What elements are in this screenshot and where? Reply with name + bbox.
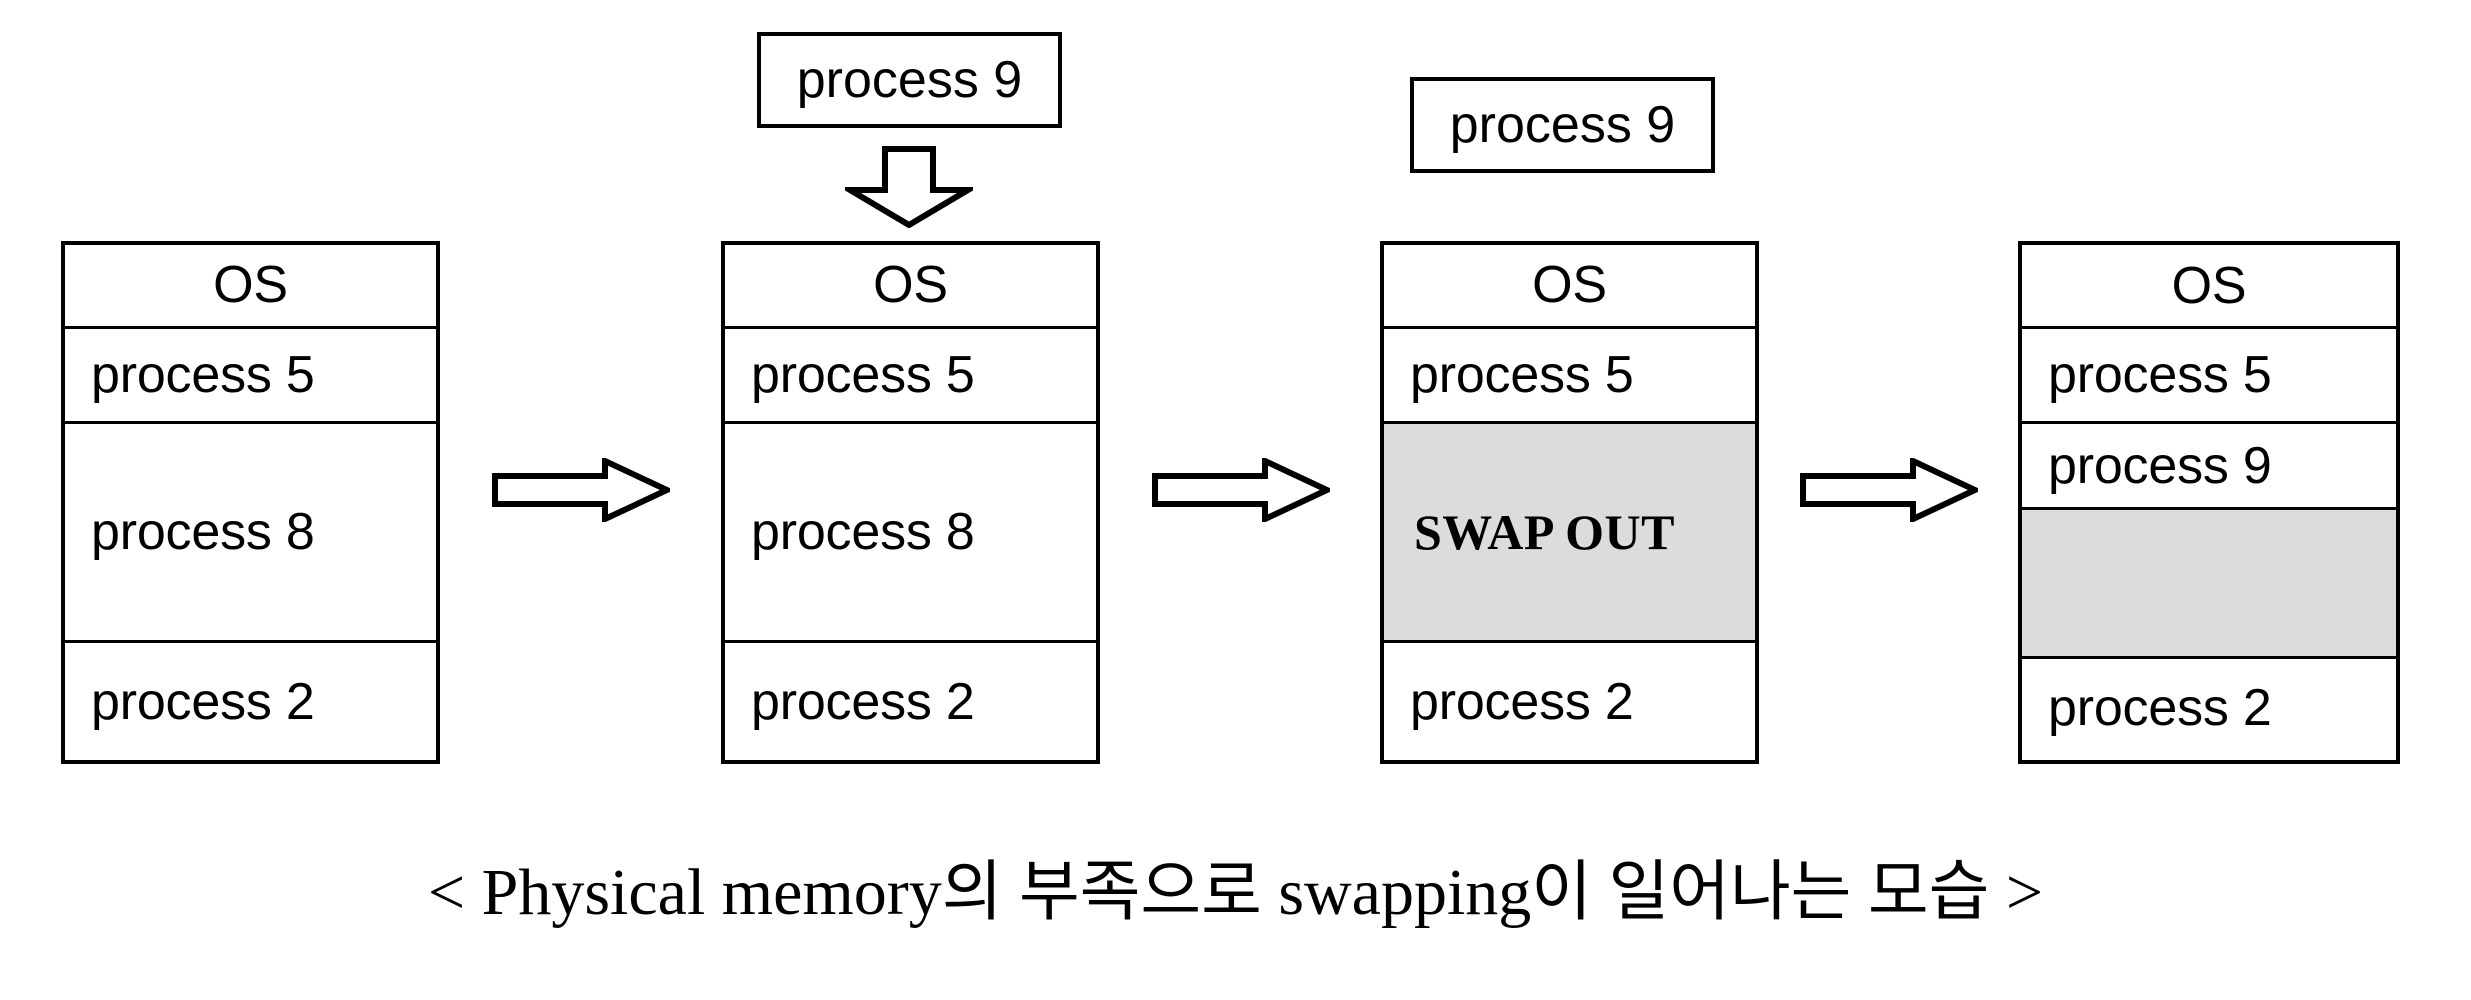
incoming-process-label: process 9 xyxy=(1449,96,1676,154)
memory-row-process-9: process 9 xyxy=(2022,424,2396,510)
memory-row-process-5: process 5 xyxy=(725,328,1096,424)
memory-row-label: process 2 xyxy=(751,672,975,731)
memory-row-swap-out: SWAP OUT xyxy=(1384,423,1755,644)
memory-block-stage-1: OS process 5 process 8 process 2 xyxy=(61,241,440,764)
memory-row-process-2: process 2 xyxy=(2022,659,2396,757)
memory-block-stage-3: OS process 5 SWAP OUT process 2 xyxy=(1380,241,1759,764)
memory-row-label: process 8 xyxy=(91,502,315,561)
memory-row-os: OS xyxy=(1384,245,1755,329)
swap-out-label: SWAP OUT xyxy=(1414,503,1676,560)
memory-row-process-5: process 5 xyxy=(2022,329,2396,424)
memory-block-stage-2: OS process 5 process 8 process 2 xyxy=(721,241,1100,764)
memory-row-label: process 5 xyxy=(91,345,315,404)
memory-row-label: OS xyxy=(873,256,948,315)
memory-row-process-8: process 8 xyxy=(725,423,1096,644)
incoming-process-box-stage-3: process 9 xyxy=(1410,77,1715,173)
memory-row-label: process 2 xyxy=(2048,679,2272,737)
arrow-process9-into-memory xyxy=(845,146,973,228)
diagram-caption: < Physical memory의 부족으로 swapping이 일어나는 모… xyxy=(427,856,2044,929)
arrow-stage2-to-stage3 xyxy=(1152,458,1330,522)
memory-row-label: process 2 xyxy=(91,672,315,731)
memory-row-os: OS xyxy=(725,245,1096,329)
memory-block-stage-4: OS process 5 process 9 process 2 xyxy=(2018,241,2400,764)
memory-row-label: process 2 xyxy=(1410,672,1634,731)
memory-row-os: OS xyxy=(2022,245,2396,329)
incoming-process-box-stage-2: process 9 xyxy=(757,32,1062,128)
memory-row-process-2: process 2 xyxy=(65,643,436,760)
memory-row-process-5: process 5 xyxy=(65,328,436,424)
arrow-stage3-to-stage4 xyxy=(1800,458,1978,522)
memory-row-label: process 8 xyxy=(751,502,975,561)
memory-row-process-2: process 2 xyxy=(725,643,1096,760)
memory-row-label: OS xyxy=(213,256,288,315)
memory-row-process-2: process 2 xyxy=(1384,643,1755,760)
memory-row-process-8: process 8 xyxy=(65,423,436,644)
memory-row-label: OS xyxy=(2171,256,2247,315)
memory-row-label: process 5 xyxy=(2048,346,2272,404)
incoming-process-label: process 9 xyxy=(796,51,1023,109)
memory-row-label: process 9 xyxy=(2048,436,2272,495)
memory-row-label: process 5 xyxy=(1410,345,1634,404)
memory-row-label: OS xyxy=(1532,256,1607,315)
memory-row-label: process 5 xyxy=(751,345,975,404)
memory-row-process-5: process 5 xyxy=(1384,328,1755,424)
memory-row-os: OS xyxy=(65,245,436,329)
arrow-stage1-to-stage2 xyxy=(492,458,670,522)
memory-row-free-space xyxy=(2022,510,2396,659)
